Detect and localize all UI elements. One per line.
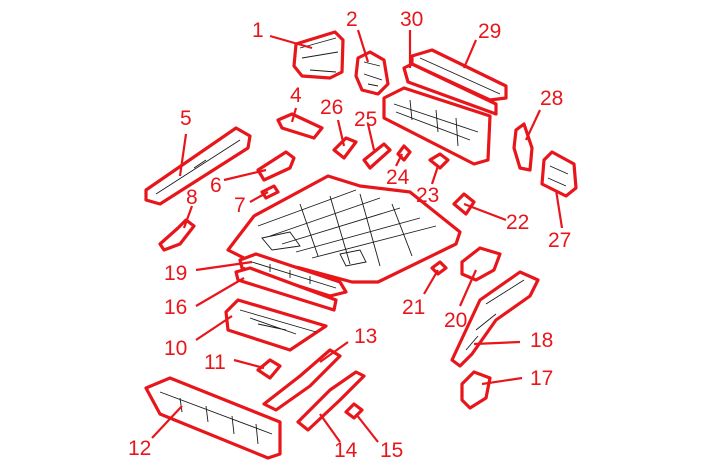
- leader-10: [195, 315, 233, 341]
- part-4: [276, 112, 324, 140]
- callout-19: 19: [164, 262, 188, 285]
- callout-23: 23: [416, 184, 440, 207]
- leader-8: [182, 205, 194, 229]
- leader-28: [525, 109, 541, 141]
- part-7: [260, 184, 280, 200]
- leader-27: [554, 189, 564, 229]
- leader-23: [430, 165, 440, 185]
- part-14: [296, 370, 366, 432]
- leader-6: [223, 168, 267, 182]
- part-18: [450, 270, 540, 368]
- rear-panel: [382, 86, 492, 166]
- part-19: [238, 252, 348, 298]
- leader-19: [195, 260, 253, 272]
- callout-29: 29: [478, 20, 502, 43]
- callout-21: 21: [402, 296, 426, 319]
- leader-24: [395, 153, 403, 167]
- part-17: [460, 370, 492, 410]
- callout-28: 28: [540, 87, 564, 110]
- callout-13: 13: [354, 325, 378, 348]
- callout-4: 4: [290, 84, 302, 107]
- leader-1: [269, 34, 313, 50]
- callout-24: 24: [386, 166, 410, 189]
- leader-5: [178, 133, 188, 177]
- part-11: [256, 358, 282, 380]
- callout-2: 2: [346, 8, 358, 31]
- part-27: [540, 150, 578, 198]
- part-8: [158, 218, 196, 252]
- leader-17: [481, 376, 523, 386]
- part-1: [292, 30, 345, 80]
- part-2: [354, 50, 390, 96]
- callout-27: 27: [548, 229, 572, 252]
- callout-26: 26: [320, 96, 344, 119]
- part-12: [144, 376, 282, 460]
- leader-lines: [151, 29, 564, 443]
- callout-8: 8: [186, 186, 198, 209]
- leader-15: [355, 413, 379, 443]
- callout-20: 20: [444, 309, 468, 332]
- callout-16: 16: [164, 296, 188, 319]
- part-16: [234, 266, 338, 312]
- leader-12: [151, 405, 183, 439]
- callout-1: 1: [252, 19, 264, 42]
- callout-25: 25: [354, 108, 378, 131]
- callout-12: 12: [128, 437, 152, 460]
- leader-18: [473, 340, 521, 346]
- part-26: [332, 136, 358, 160]
- leader-16: [195, 277, 245, 307]
- part-20: [460, 246, 502, 282]
- callout-22: 22: [506, 211, 530, 234]
- leader-29: [462, 39, 478, 69]
- leader-4: [290, 107, 298, 123]
- callout-6: 6: [210, 174, 222, 197]
- leader-26: [336, 119, 346, 147]
- leader-7: [249, 191, 269, 203]
- part-21: [430, 260, 448, 276]
- callout-30: 30: [400, 8, 424, 31]
- callout-7: 7: [234, 194, 246, 217]
- leader-13: [319, 341, 349, 363]
- part-25: [362, 142, 392, 170]
- leader-20: [458, 269, 478, 307]
- callout-10: 10: [164, 337, 188, 360]
- leader-21: [423, 269, 439, 295]
- leader-2: [356, 29, 370, 63]
- leader-22: [463, 202, 507, 222]
- part-15: [344, 402, 364, 420]
- callout-15: 15: [380, 439, 404, 462]
- part-13: [262, 348, 342, 412]
- leader-25: [366, 123, 376, 151]
- callout-17: 17: [530, 367, 554, 390]
- leader-14: [319, 413, 341, 443]
- callout-14: 14: [334, 439, 358, 462]
- part-5: [144, 126, 252, 206]
- part-10: [224, 298, 328, 352]
- part-23: [428, 152, 450, 170]
- part-6: [256, 150, 296, 182]
- callout-11: 11: [204, 351, 226, 374]
- callout-18: 18: [530, 329, 554, 352]
- callout-5: 5: [180, 107, 192, 130]
- leader-11: [233, 358, 265, 370]
